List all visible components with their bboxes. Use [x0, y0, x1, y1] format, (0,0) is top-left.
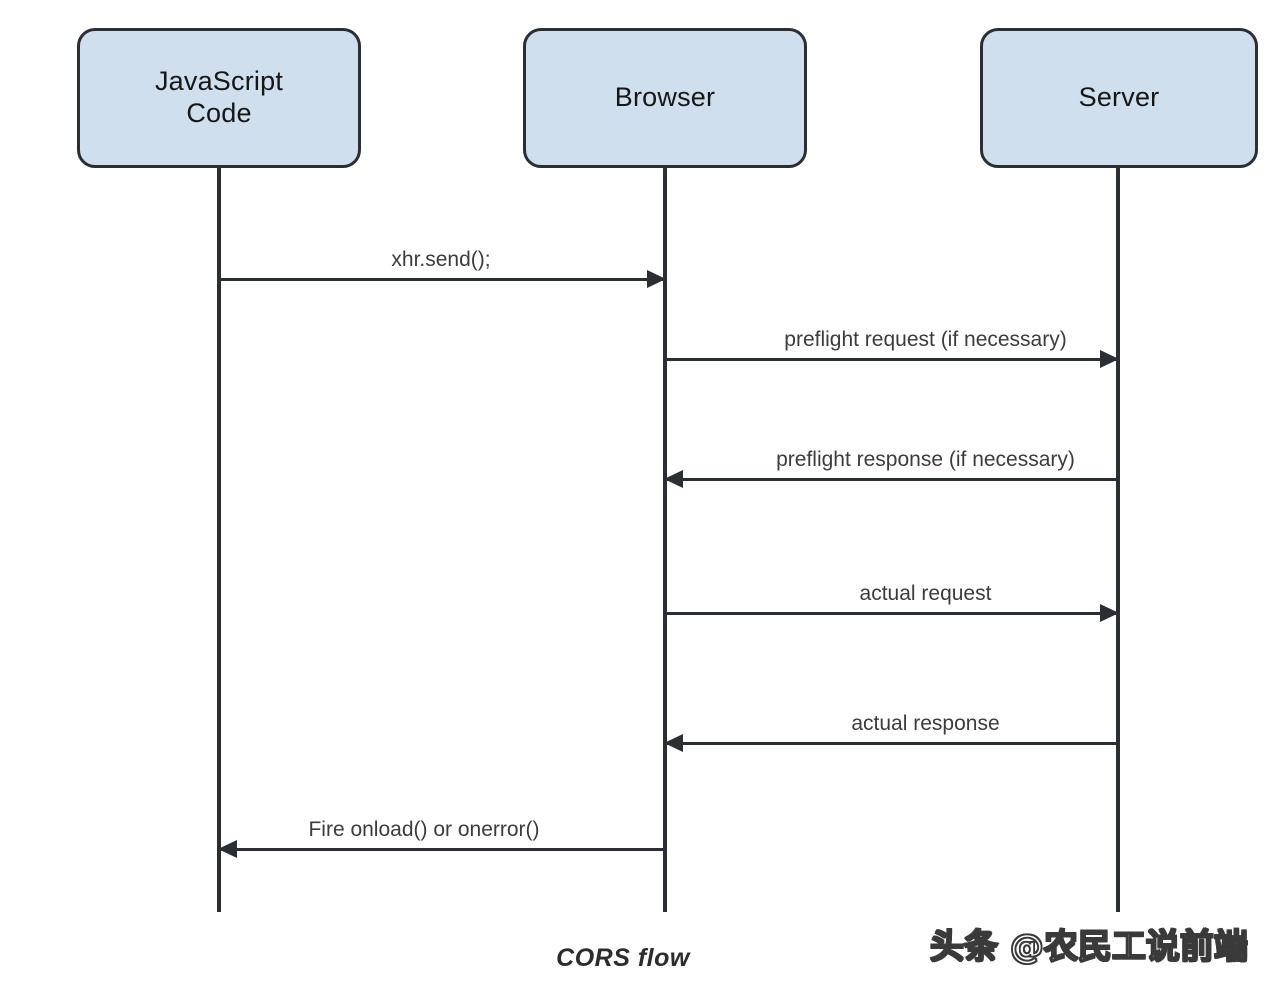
arrowhead-right-icon [647, 270, 666, 288]
message-fire-onload-line [219, 848, 665, 851]
message-preflight-response-line [665, 478, 1118, 481]
message-actual-response-line [665, 742, 1118, 745]
participant-browser-label: Browser [614, 82, 716, 113]
arrowhead-left-icon [218, 840, 237, 858]
lifeline-javascript-code [217, 167, 221, 912]
arrowhead-left-icon [664, 470, 683, 488]
lifeline-browser [663, 167, 667, 912]
message-actual-response-label: actual response [851, 712, 1000, 735]
participant-javascript-code-label: JavaScript Code [154, 66, 284, 128]
message-fire-onload-label: Fire onload() or onerror() [308, 818, 540, 841]
participant-javascript-code: JavaScript Code [77, 28, 361, 168]
message-preflight-request-label: preflight request (if necessary) [784, 328, 1067, 351]
arrowhead-left-icon [664, 734, 683, 752]
message-fire-onload: Fire onload() or onerror() [218, 807, 665, 858]
message-actual-request: actual request [665, 571, 1119, 622]
message-actual-request-line [665, 612, 1118, 615]
participant-server: Server [980, 28, 1258, 168]
message-actual-response: actual response [664, 701, 1118, 752]
message-xhr-send-line [219, 278, 665, 281]
arrowhead-right-icon [1100, 604, 1119, 622]
lifeline-server [1116, 167, 1120, 912]
watermark: 头条 @农民工说前端 [929, 927, 1248, 967]
arrowhead-right-icon [1100, 350, 1119, 368]
message-xhr-send: xhr.send(); [219, 237, 666, 288]
message-preflight-response-label: preflight response (if necessary) [776, 448, 1075, 471]
message-preflight-request: preflight request (if necessary) [665, 317, 1119, 368]
message-preflight-request-line [665, 358, 1118, 361]
participant-browser: Browser [523, 28, 807, 168]
diagram-caption: CORS flow [556, 944, 690, 972]
message-preflight-response: preflight response (if necessary) [664, 437, 1118, 488]
participant-server-label: Server [1078, 82, 1160, 113]
message-actual-request-label: actual request [859, 582, 992, 605]
message-xhr-send-label: xhr.send(); [391, 248, 491, 271]
